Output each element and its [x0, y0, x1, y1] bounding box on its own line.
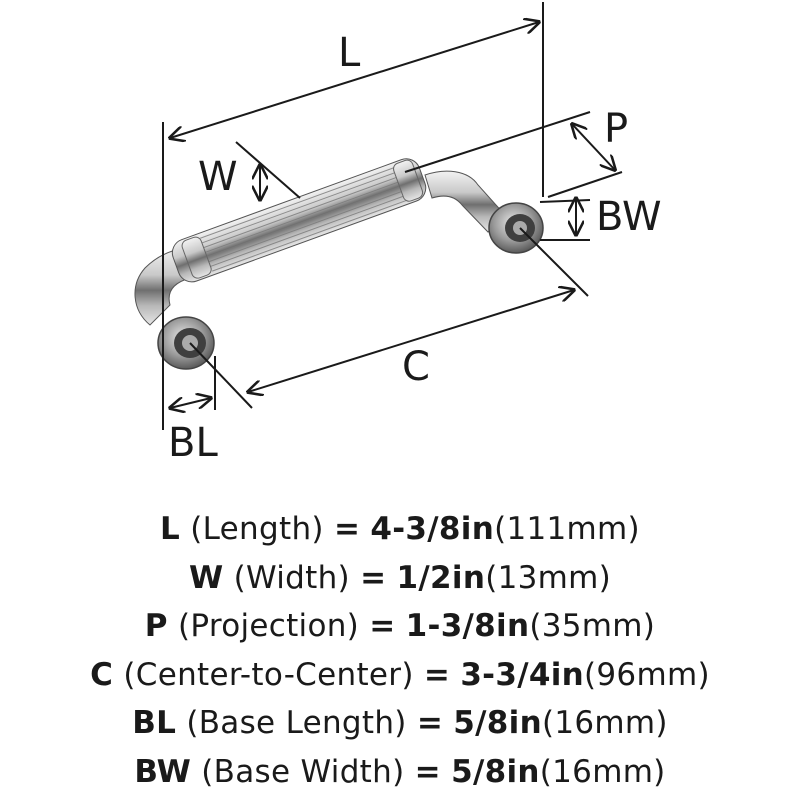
label-C: C [402, 344, 430, 390]
handle-right-leg [424, 170, 506, 233]
dim-line-P [572, 124, 615, 170]
handle-right-base [488, 202, 544, 254]
pull-handle-illustration [134, 158, 544, 370]
label-BL: BL [168, 420, 218, 466]
spec-abbr: C [90, 656, 114, 693]
spec-metric: (16mm) [539, 753, 666, 790]
dim-line-L [170, 22, 539, 138]
spec-equals: = [416, 705, 444, 741]
spec-abbr: L [160, 511, 181, 547]
spec-metric: (111mm) [494, 511, 640, 547]
spec-name: (Width) [233, 559, 350, 596]
spec-equals: = [369, 608, 396, 644]
spec-value: 1/2in [396, 559, 486, 596]
spec-abbr: BL [132, 705, 177, 741]
dimension-lines [162, 2, 623, 430]
spec-metric: (13mm) [485, 559, 612, 596]
spec-equals: = [360, 559, 387, 596]
dim-line-C [248, 290, 574, 392]
spec-name: (Base Width) [201, 753, 405, 790]
spec-name: (Center-to-Center) [123, 656, 414, 693]
spec-center-to-center: C (Center-to-Center) = 3-3/4in(96mm) [0, 651, 800, 700]
spec-name: (Projection) [177, 608, 360, 644]
spec-value: 3-3/4in [460, 656, 585, 693]
handle-knurling [200, 165, 410, 272]
spec-metric: (96mm) [584, 656, 710, 693]
handle-left-base [157, 316, 215, 370]
product-diagram: L W P BW C BL [134, 2, 662, 466]
spec-value: 1-3/8in [405, 608, 530, 644]
label-P: P [604, 106, 628, 152]
spec-name: (Base Length) [186, 705, 407, 741]
label-W: W [198, 154, 238, 200]
spec-value: 4-3/8in [370, 511, 495, 547]
spec-equals: = [414, 753, 441, 790]
spec-equals: = [333, 511, 361, 547]
diagram-svg: L W P BW C BL [134, 2, 662, 466]
label-BW: BW [596, 194, 662, 240]
spec-projection: P (Projection) = 1-3/8in(35mm) [0, 602, 800, 651]
spec-length: L (Length) = 4-3/8in(111mm) [0, 505, 800, 554]
spec-width: W (Width) = 1/2in(13mm) [0, 554, 800, 603]
label-L: L [338, 30, 361, 76]
spec-abbr: BW [134, 753, 192, 790]
dim-line-BL [170, 398, 211, 408]
spec-value: 5/8in [451, 753, 540, 790]
spec-list: L (Length) = 4-3/8in(111mm) W (Width) = … [0, 505, 800, 796]
spec-value: 5/8in [453, 705, 542, 741]
spec-base-width: BW (Base Width) = 5/8in(16mm) [0, 748, 800, 797]
spec-base-length: BL (Base Length) = 5/8in(16mm) [0, 699, 800, 748]
spec-name: (Length) [190, 511, 324, 547]
spec-abbr: P [144, 608, 168, 644]
spec-abbr: W [188, 559, 224, 596]
spec-equals: = [423, 656, 451, 693]
spec-metric: (35mm) [529, 608, 656, 644]
spec-metric: (16mm) [541, 705, 668, 741]
